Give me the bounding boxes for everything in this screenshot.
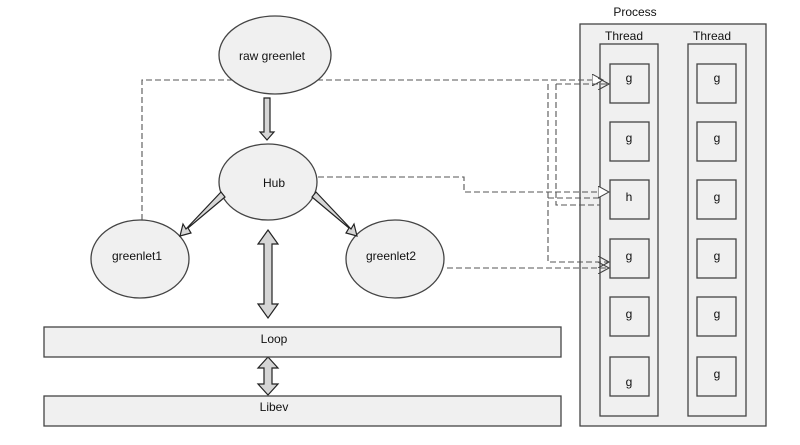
thread-1-title: Thread — [605, 29, 643, 43]
arrow-hub-to-greenlet1 — [179, 191, 226, 237]
node-greenlet1: greenlet1 — [90, 219, 190, 299]
dash-hub-to-h — [318, 176, 608, 192]
thread-1-cell-5 — [609, 296, 650, 337]
loop-bar — [43, 326, 562, 358]
solid-arrows — [179, 97, 358, 396]
thread-2-cell-1 — [696, 63, 737, 104]
dashed-connections — [141, 80, 608, 268]
thread-2-cell-5-label: g — [714, 307, 721, 321]
thread-1-cell-4-label: g — [626, 249, 633, 263]
thread-1-cell-2 — [609, 121, 650, 162]
thread-2-title: Thread — [693, 29, 731, 43]
dash-bus-1 — [547, 84, 608, 262]
thread-1-cell-4 — [609, 238, 650, 279]
thread-2-cell-4-label: g — [714, 249, 721, 263]
arrow-loop-libev — [256, 356, 280, 396]
arrow-hub-to-greenlet2 — [311, 191, 358, 237]
layer-libev: Libev — [43, 395, 562, 427]
thread-1-cell-5-label: g — [626, 307, 633, 321]
thread-2-cell-5 — [696, 296, 737, 337]
thread-2-cell-2-label: g — [714, 131, 721, 145]
node-greenlet2: greenlet2 — [345, 219, 445, 299]
thread-1-cells: g g h g g g — [609, 63, 650, 397]
thread-1-cell-3-label: h — [626, 190, 633, 204]
greenlet2-ellipse — [345, 219, 445, 299]
thread-1-cell-3 — [609, 179, 650, 220]
node-hub: Hub — [218, 143, 318, 221]
libev-label: Libev — [260, 400, 289, 414]
thread-2-cell-6-label: g — [714, 367, 721, 381]
hub-ellipse — [218, 143, 318, 221]
raw-greenlet-label: raw greenlet — [239, 49, 306, 63]
raw-greenlet-ellipse — [218, 15, 332, 95]
dash-greenlet1-to-g — [141, 80, 602, 220]
thread-2-cell-3-label: g — [714, 190, 721, 204]
thread-2-cells: g g g g g g — [696, 63, 737, 397]
thread-1-cell-6-label: g — [626, 375, 633, 389]
thread-2-cell-2 — [696, 121, 737, 162]
thread-2-cell-4 — [696, 238, 737, 279]
loop-label: Loop — [261, 332, 288, 346]
process-title: Process — [613, 5, 656, 19]
greenlet1-ellipse — [90, 219, 190, 299]
layer-loop: Loop — [43, 326, 562, 358]
thread-2-cell-3 — [696, 179, 737, 220]
arrow-hub-loop — [256, 228, 280, 320]
thread-2-cell-6 — [696, 356, 737, 397]
greenlet1-label: greenlet1 — [112, 249, 162, 263]
thread-1-box — [599, 43, 659, 417]
arrow-raw-to-hub — [258, 97, 276, 141]
libev-bar — [43, 395, 562, 427]
node-raw-greenlet: raw greenlet — [218, 15, 332, 95]
thread-1-cell-1-label: g — [626, 71, 633, 85]
thread-1-cell-2-label: g — [626, 131, 633, 145]
thread-2-box — [687, 43, 747, 417]
greenlet2-label: greenlet2 — [366, 249, 416, 263]
thread-1-cell-1 — [609, 63, 650, 104]
dash-bus-2 — [555, 84, 600, 206]
thread-1-cell-6 — [609, 356, 650, 397]
hub-label: Hub — [263, 176, 285, 190]
thread-2-cell-1-label: g — [714, 71, 721, 85]
